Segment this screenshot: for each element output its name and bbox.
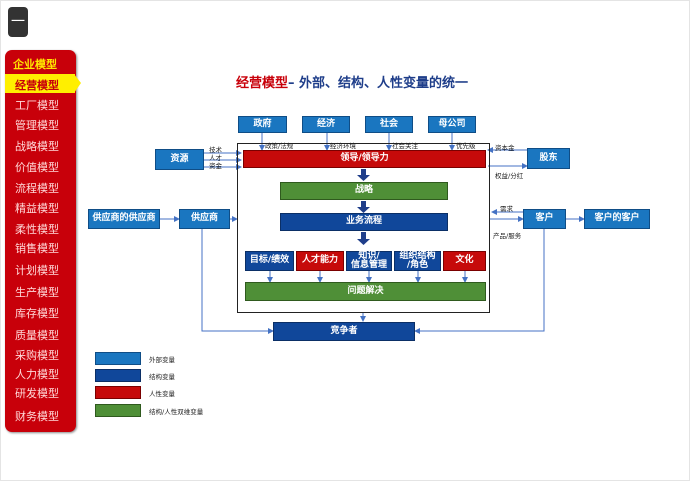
problem-solving-box: 问题解决 — [245, 282, 486, 301]
sidebar-item-planning-model[interactable]: 计划模型 — [15, 264, 59, 277]
legend-label-structural: 结构变量 — [149, 373, 175, 381]
active-item-highlight — [5, 74, 75, 93]
legend-label-dual: 结构/人性双维变量 — [149, 408, 204, 416]
supplier-box: 供应商 — [179, 209, 230, 229]
sidebar-item-strategy-model[interactable]: 战略模型 — [15, 140, 59, 153]
legend-swatch-external — [95, 352, 141, 365]
label-talent: 人才 — [209, 154, 222, 162]
sidebar-item-production-model[interactable]: 生产模型 — [15, 286, 59, 299]
sidebar-item-process-model[interactable]: 流程模型 — [15, 182, 59, 195]
diagram-title-main: 经营模型 — [236, 76, 289, 91]
sidebar-item-management-model[interactable]: 管理模型 — [15, 119, 59, 132]
label-products-services: 产品/服务 — [493, 232, 522, 240]
business-process-box: 业务流程 — [280, 213, 448, 231]
label-demand: 需求 — [500, 205, 513, 213]
legend-swatch-human — [95, 386, 141, 399]
label-economic-env: 经济环境 — [330, 142, 356, 150]
enterprise-boundary — [237, 143, 490, 313]
sidebar-item-finance-model[interactable]: 财务模型 — [15, 410, 59, 423]
diagram-title-sub: – 外部、结构、人性变量的统一 — [288, 76, 469, 91]
sidebar-item-lean-model[interactable]: 精益模型 — [15, 202, 59, 215]
resource-box: 资源 — [155, 149, 204, 170]
sidebar-item-operating-model[interactable]: 经营模型 — [15, 79, 59, 92]
government-box: 政府 — [238, 116, 287, 133]
sidebar-item-purchasing-model[interactable]: 采购模型 — [15, 349, 59, 362]
sidebar-item-inventory-model[interactable]: 库存模型 — [15, 307, 59, 320]
label-funds: 资金 — [209, 162, 222, 170]
culture-box: 文化 — [443, 251, 486, 271]
sidebar-item-flexible-model[interactable]: 柔性模型 — [15, 223, 59, 236]
sidebar-item-factory-model[interactable]: 工厂模型 — [15, 99, 59, 112]
label-priority: 优先级 — [456, 142, 476, 150]
sidebar-item-hr-model[interactable]: 人力模型 — [15, 368, 59, 381]
sidebar-nav: 企业模型 经营模型 工厂模型 管理模型 战略模型 价值模型 流程模型 精益模型 … — [5, 50, 81, 432]
org-structure-box: 组织结构 /角色 — [394, 251, 441, 271]
legend-swatch-dual — [95, 404, 141, 417]
knowledge-info-box: 知识/ 信息管理 — [346, 251, 392, 271]
supplier-of-supplier-box: 供应商的供应商 — [88, 209, 160, 229]
society-box: 社会 — [365, 116, 413, 133]
label-capital: 资本金 — [495, 144, 515, 152]
legend-label-human: 人性变量 — [149, 390, 175, 398]
diagram-title: 经营模型– 外部、结构、人性变量的统一 — [236, 72, 468, 91]
sidebar-item-rnd-model[interactable]: 研发模型 — [15, 387, 59, 400]
customer-of-customer-box: 客户的客户 — [584, 209, 650, 229]
label-equity-dividend: 权益/分红 — [495, 172, 524, 180]
sidebar-item-value-model[interactable]: 价值模型 — [15, 161, 59, 174]
page-number-badge[interactable]: 一 — [8, 7, 28, 37]
strategy-box: 战略 — [280, 182, 448, 200]
talent-capability-box: 人才能力 — [296, 251, 344, 271]
label-policy: 政策/法规 — [265, 142, 294, 150]
label-social-concern: 社会关注 — [392, 142, 418, 150]
leadership-box: 领导/领导力 — [243, 150, 486, 168]
parent-company-box: 母公司 — [428, 116, 476, 133]
customer-box: 客户 — [523, 209, 566, 229]
shareholder-box: 股东 — [527, 148, 570, 169]
active-item-arrow-icon — [74, 74, 81, 93]
sidebar-item-sales-model[interactable]: 销售模型 — [15, 242, 59, 255]
goals-performance-box: 目标/绩效 — [245, 251, 294, 271]
competitor-box: 竞争者 — [273, 322, 415, 341]
sidebar-title: 企业模型 — [13, 58, 57, 71]
sidebar-item-quality-model[interactable]: 质量模型 — [15, 329, 59, 342]
legend-label-external: 外部变量 — [149, 356, 175, 364]
economy-box: 经济 — [302, 116, 350, 133]
label-technology: 技术 — [209, 146, 222, 154]
legend-swatch-structural — [95, 369, 141, 382]
